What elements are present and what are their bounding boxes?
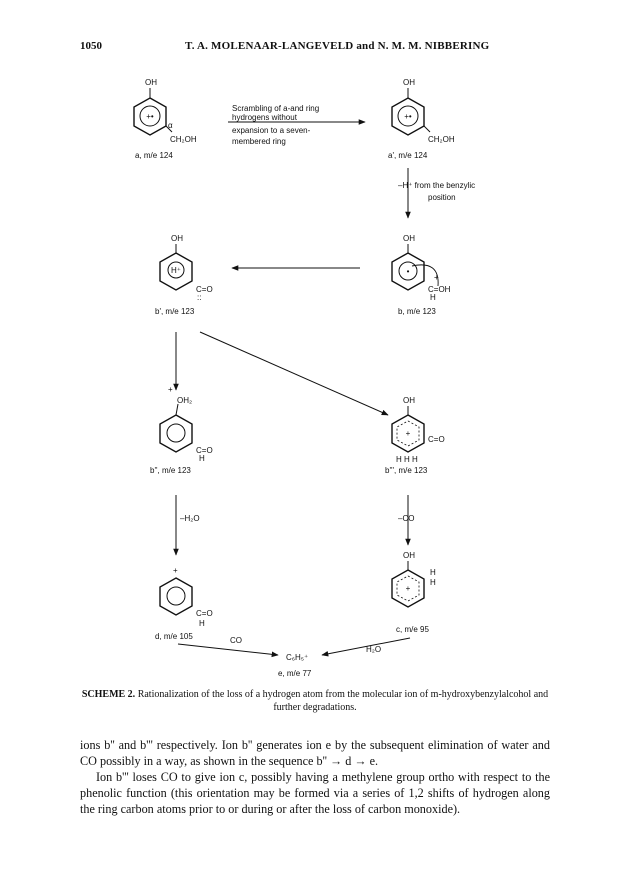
paragraph-2: Ion b''' loses CO to give ion c, possibl… [80, 770, 550, 816]
page-header: 1050 T. A. MOLENAAR-LANGEVELD and N. M. … [0, 0, 624, 90]
ion-a-structure: +• OH α CH₂OH [133, 78, 197, 144]
ion-a1-structure: +• OH CH₂OH [391, 78, 455, 144]
ion-b-label: b, m/e 123 [398, 307, 436, 316]
ion-b-h: H [430, 293, 436, 302]
ion-b1-oh: OH [171, 234, 183, 243]
ion-b2-oh2: OH₂ [177, 396, 192, 405]
scheme-caption: SCHEME 2. Rationalization of the loss of… [80, 688, 550, 714]
svg-text:H⁺: H⁺ [171, 266, 181, 275]
arrow-b3-to-c-text: –CO [398, 514, 414, 523]
ion-c-h2: H [430, 578, 436, 587]
ion-e-label: e, m/e 77 [278, 669, 312, 678]
ion-b3-structure: + OH C=O H H H [391, 396, 445, 464]
arrow-a-to-a1-text-2: hydrogens without [232, 113, 298, 122]
arrow-d-to-e-text: CO [230, 636, 242, 645]
ion-b3-label: b''', m/e 123 [385, 466, 428, 475]
arrow-c-to-e [321, 637, 411, 657]
arrow-d-to-e [177, 643, 279, 658]
svg-text:+•: +• [404, 112, 412, 121]
caption-prefix: SCHEME 2. [81, 689, 136, 700]
arrow-b1-to-b3 [199, 331, 389, 416]
paragraph-1: ions b'' and b''' respectively. Ion b'' … [80, 738, 550, 768]
caption-text: Rationalization of the loss of a hydroge… [137, 689, 549, 713]
ion-a-oh: OH [145, 78, 157, 87]
ion-a1-oh: OH [403, 78, 415, 87]
ion-d-structure: + C=O H [159, 566, 213, 628]
ion-a-label: a, m/e 124 [135, 151, 173, 160]
arrow-c-to-e-text: H₂O [366, 645, 381, 654]
arrow-a-to-a1-text-1: Scrambling of a-and ring [232, 104, 319, 113]
ion-a-ch2oh: CH₂OH [170, 135, 197, 144]
ion-b2-label: b'', m/e 123 [150, 466, 191, 475]
ion-b2-co: C=O [196, 446, 213, 455]
ion-c-h1: H [430, 568, 436, 577]
arrow-b2-to-d-text: –H₂O [180, 514, 200, 523]
ion-b3-h: H H H [396, 455, 418, 464]
svg-text:+•: +• [146, 112, 154, 121]
ion-d-label: d, m/e 105 [155, 632, 193, 641]
ion-b2-plus: + [168, 385, 173, 394]
reaction-scheme: +• OH α CH₂OH a, m/e 124 Scrambling of a… [133, 78, 475, 678]
ion-b-structure: • OH + C=OH H [391, 234, 451, 302]
ion-b-plus: + [434, 273, 439, 282]
arrow-a-to-a1-text-3: expansion to a seven- [232, 126, 311, 135]
ion-a1-ch2oh: CH₂OH [428, 135, 455, 144]
arrow-a1-to-b-text-1: –H⁺ from the benzylic [398, 181, 475, 190]
ion-a1-label: a', m/e 124 [388, 151, 428, 160]
ion-b-ceoh: C=OH [428, 285, 451, 294]
ion-c-oh: OH [403, 551, 415, 560]
ion-c-structure: + OH H H [391, 551, 436, 608]
running-head-authors: T. A. MOLENAAR-LANGEVELD and N. M. M. NI… [185, 40, 490, 52]
ion-b-oh: OH [403, 234, 415, 243]
ion-d-plus: + [173, 566, 178, 575]
arrow-a1-to-b-text-2: position [428, 193, 456, 202]
svg-text:•: • [407, 267, 410, 276]
ion-b3-oh: OH [403, 396, 415, 405]
ion-b2-structure: + OH₂ C=O H [159, 385, 213, 463]
ion-c-label: c, m/e 95 [396, 625, 429, 634]
ion-e-formula: C₆H₅⁺ [286, 653, 308, 662]
ion-b3-co: C=O [428, 435, 445, 444]
ion-b1-co: C=O [196, 285, 213, 294]
ion-d-co: C=O [196, 609, 213, 618]
ion-b1-colon: :: [197, 293, 201, 302]
page-number: 1050 [80, 40, 102, 52]
ion-a-alpha: α [168, 121, 173, 130]
ion-b1-label: b', m/e 123 [155, 307, 195, 316]
svg-text:+: + [406, 584, 411, 593]
ion-b2-h: H [199, 454, 205, 463]
ion-b1-structure: H⁺ OH C=O :: [159, 234, 213, 302]
arrow-a-to-a1-text-4: membered ring [232, 137, 286, 146]
body-text: ions b'' and b''' respectively. Ion b'' … [80, 737, 550, 817]
svg-text:+: + [406, 429, 411, 438]
ion-d-h: H [199, 619, 205, 628]
